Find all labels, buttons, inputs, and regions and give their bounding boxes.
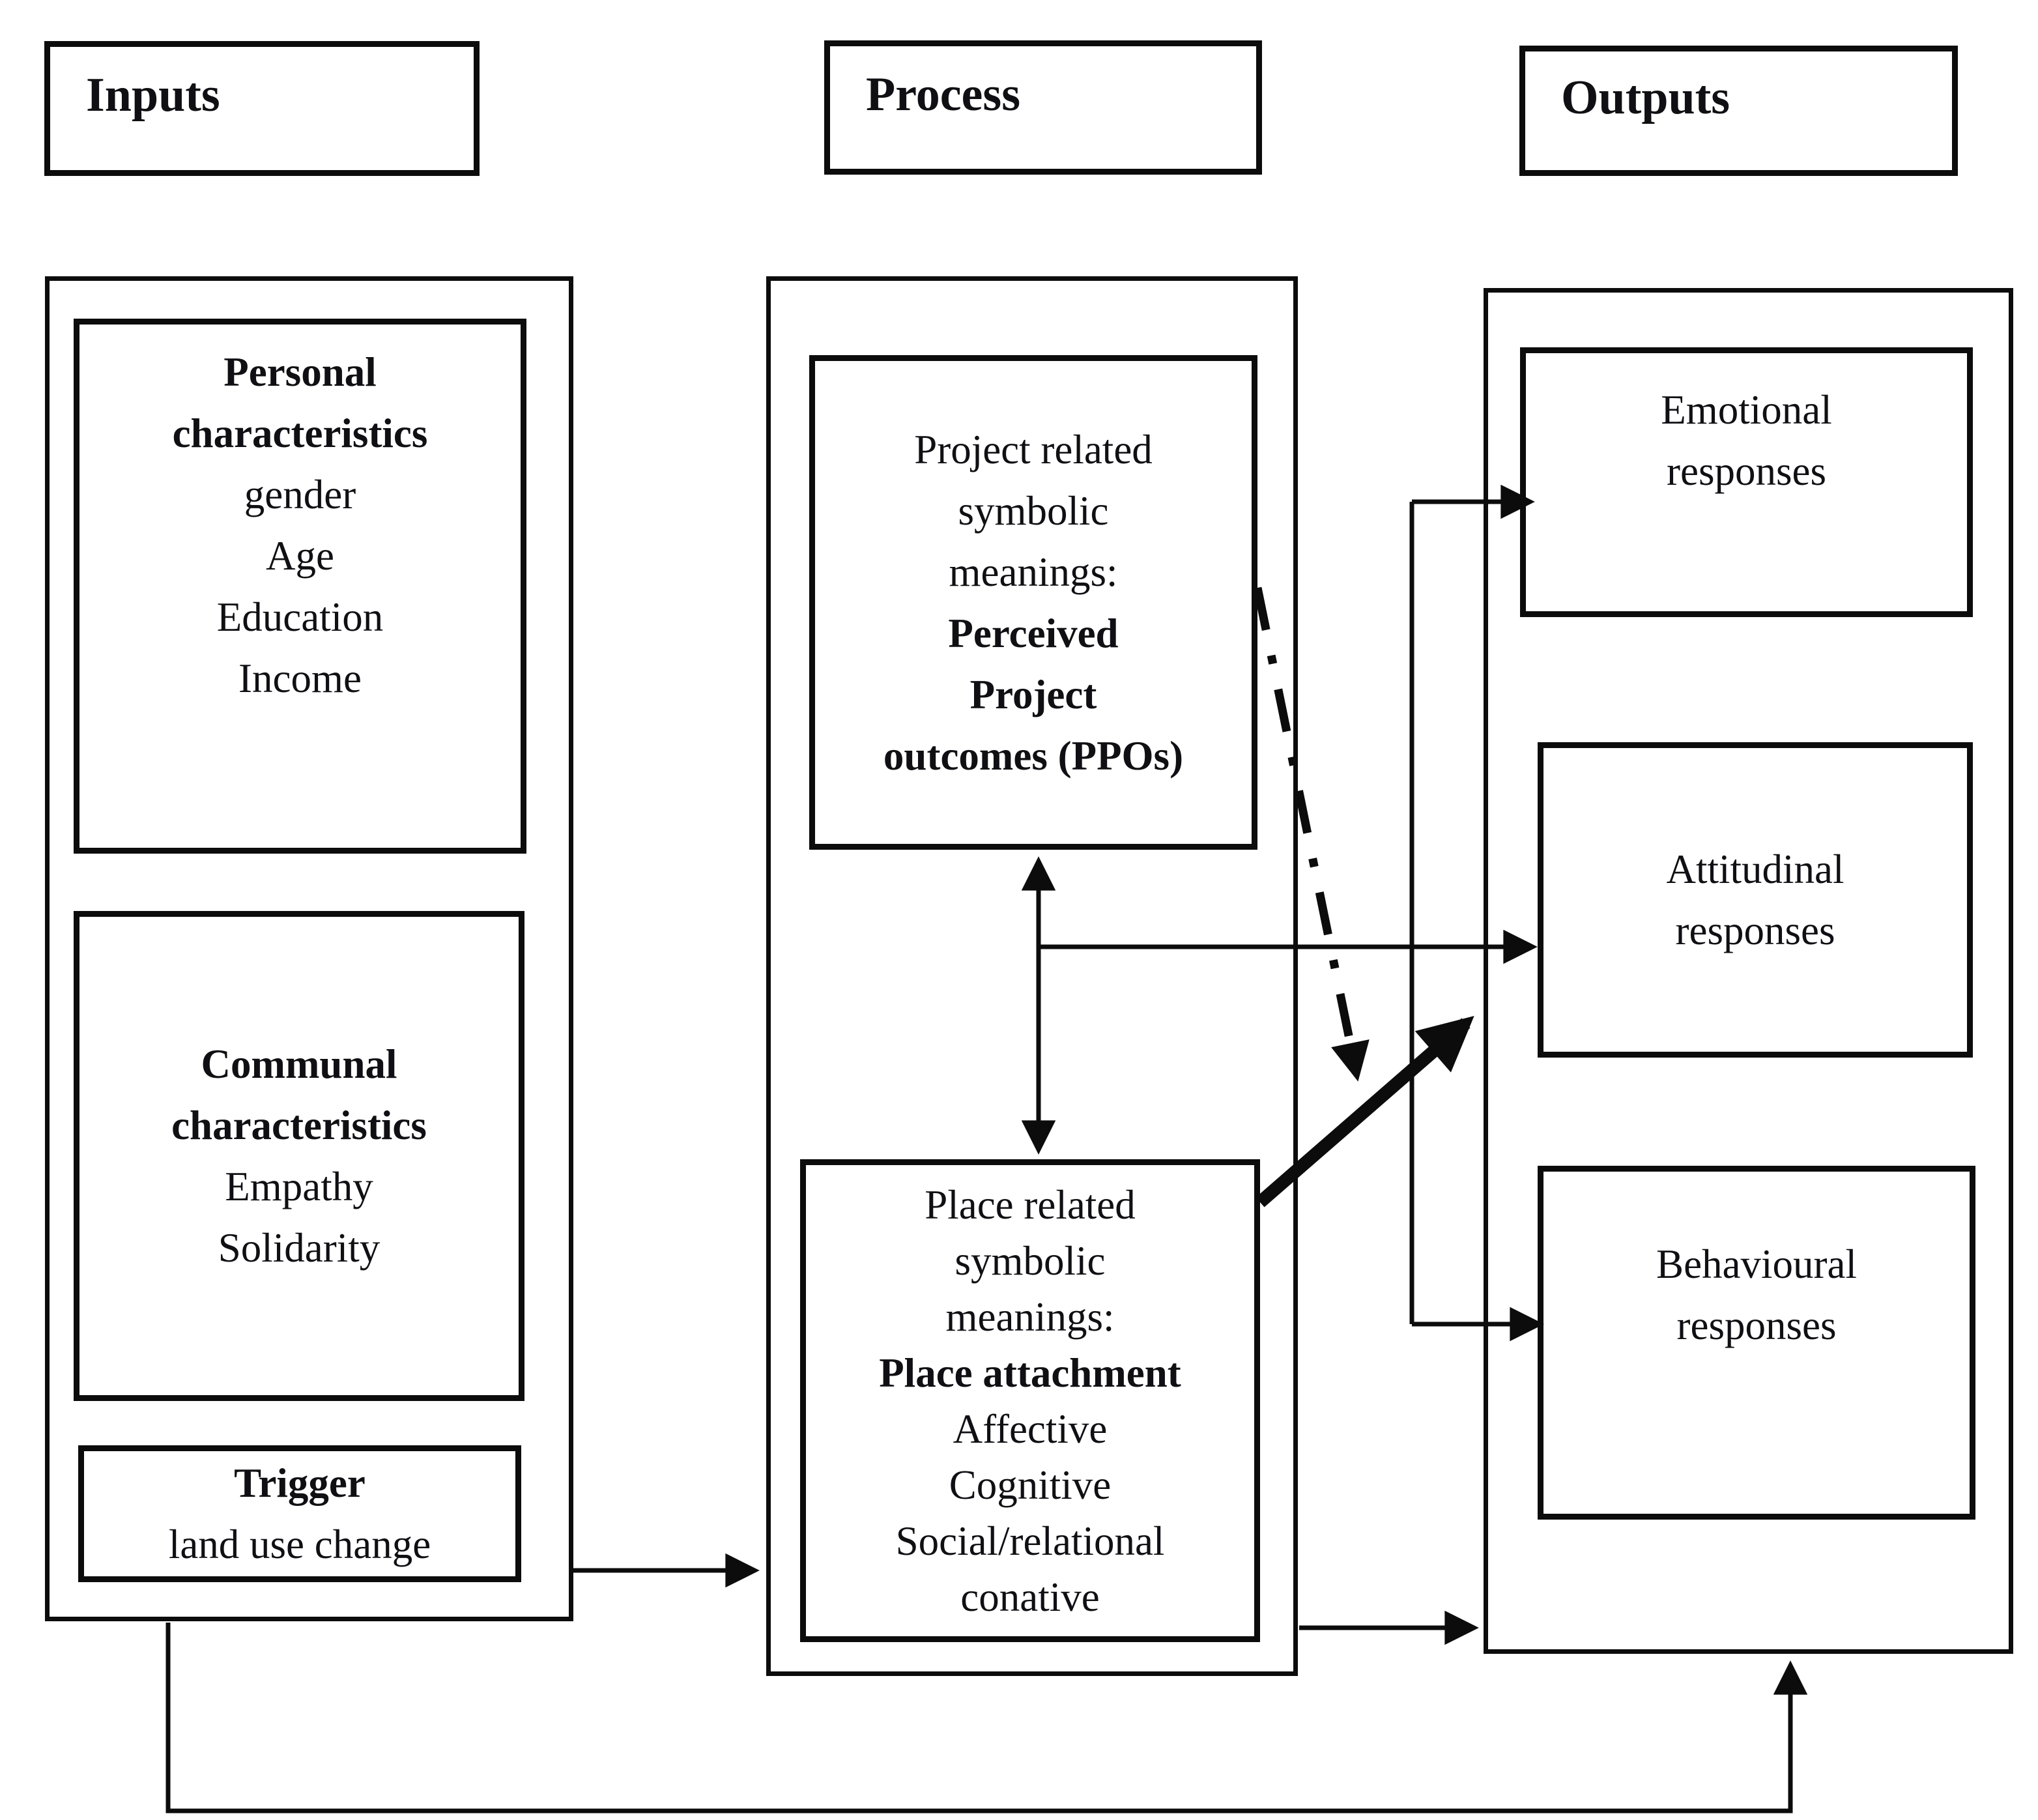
personal-characteristics-box: Personal characteristics gender Age Educ… — [74, 319, 526, 854]
trigger-box: Trigger land use change — [78, 1445, 521, 1582]
communal-title-line2: characteristics — [171, 1103, 427, 1148]
header-inputs: Inputs — [44, 41, 480, 176]
place-attachment-label: Place attachment — [879, 1350, 1181, 1396]
header-process-label: Process — [866, 67, 1020, 121]
attitudinal-responses-box: Attitudinal responses — [1538, 742, 1973, 1058]
header-process: Process — [824, 40, 1262, 175]
emotional-responses-box: Emotional responses — [1520, 347, 1973, 617]
communal-item-solidarity: Solidarity — [218, 1225, 380, 1271]
project-symbolic-meanings-box: Project related symbolic meanings: Perce… — [809, 355, 1257, 850]
ppo-intro-line2: symbolic — [958, 487, 1109, 534]
place-symbolic-meanings-box: Place related symbolic meanings: Place a… — [800, 1159, 1260, 1642]
attitudinal-line2: responses — [1675, 908, 1835, 953]
personal-item-age: Age — [266, 533, 334, 579]
behavioural-line2: responses — [1676, 1303, 1837, 1348]
personal-item-gender: gender — [244, 472, 356, 517]
inputs-column-box — [45, 276, 573, 1621]
trigger-title: Trigger — [234, 1460, 366, 1506]
communal-item-empathy: Empathy — [225, 1164, 373, 1209]
attitudinal-line1: Attitudinal — [1666, 846, 1844, 892]
communal-characteristics-box: Communal characteristics Empathy Solidar… — [74, 911, 524, 1401]
ppo-emphasis-line1: Perceived — [948, 610, 1119, 656]
behavioural-line1: Behavioural — [1656, 1241, 1857, 1287]
place-intro-line3: meanings: — [945, 1293, 1115, 1340]
place-item-conative: conative — [960, 1574, 1100, 1620]
personal-item-education: Education — [216, 594, 384, 640]
ppo-emphasis-line2: Project — [969, 671, 1097, 717]
trigger-subtitle: land use change — [168, 1522, 431, 1567]
header-outputs: Outputs — [1519, 46, 1958, 176]
place-intro-line1: Place related — [925, 1181, 1136, 1228]
emotional-line1: Emotional — [1661, 387, 1832, 433]
place-item-affective: Affective — [953, 1406, 1108, 1452]
place-intro-line2: symbolic — [954, 1237, 1106, 1284]
place-item-social: Social/relational — [895, 1518, 1165, 1564]
ppo-emphasis-line3: outcomes (PPOs) — [883, 732, 1184, 779]
personal-title-line1: Personal — [223, 349, 377, 395]
header-outputs-label: Outputs — [1561, 70, 1730, 124]
ppo-intro-line1: Project related — [914, 426, 1153, 472]
header-inputs-label: Inputs — [86, 68, 220, 122]
personal-title-line2: characteristics — [172, 411, 428, 456]
communal-title-line1: Communal — [201, 1041, 397, 1087]
personal-item-income: Income — [238, 656, 362, 701]
ppo-intro-line3: meanings: — [949, 549, 1118, 595]
place-item-cognitive: Cognitive — [949, 1462, 1112, 1508]
behavioural-responses-box: Behavioural responses — [1538, 1166, 1975, 1520]
emotional-line2: responses — [1667, 448, 1826, 494]
